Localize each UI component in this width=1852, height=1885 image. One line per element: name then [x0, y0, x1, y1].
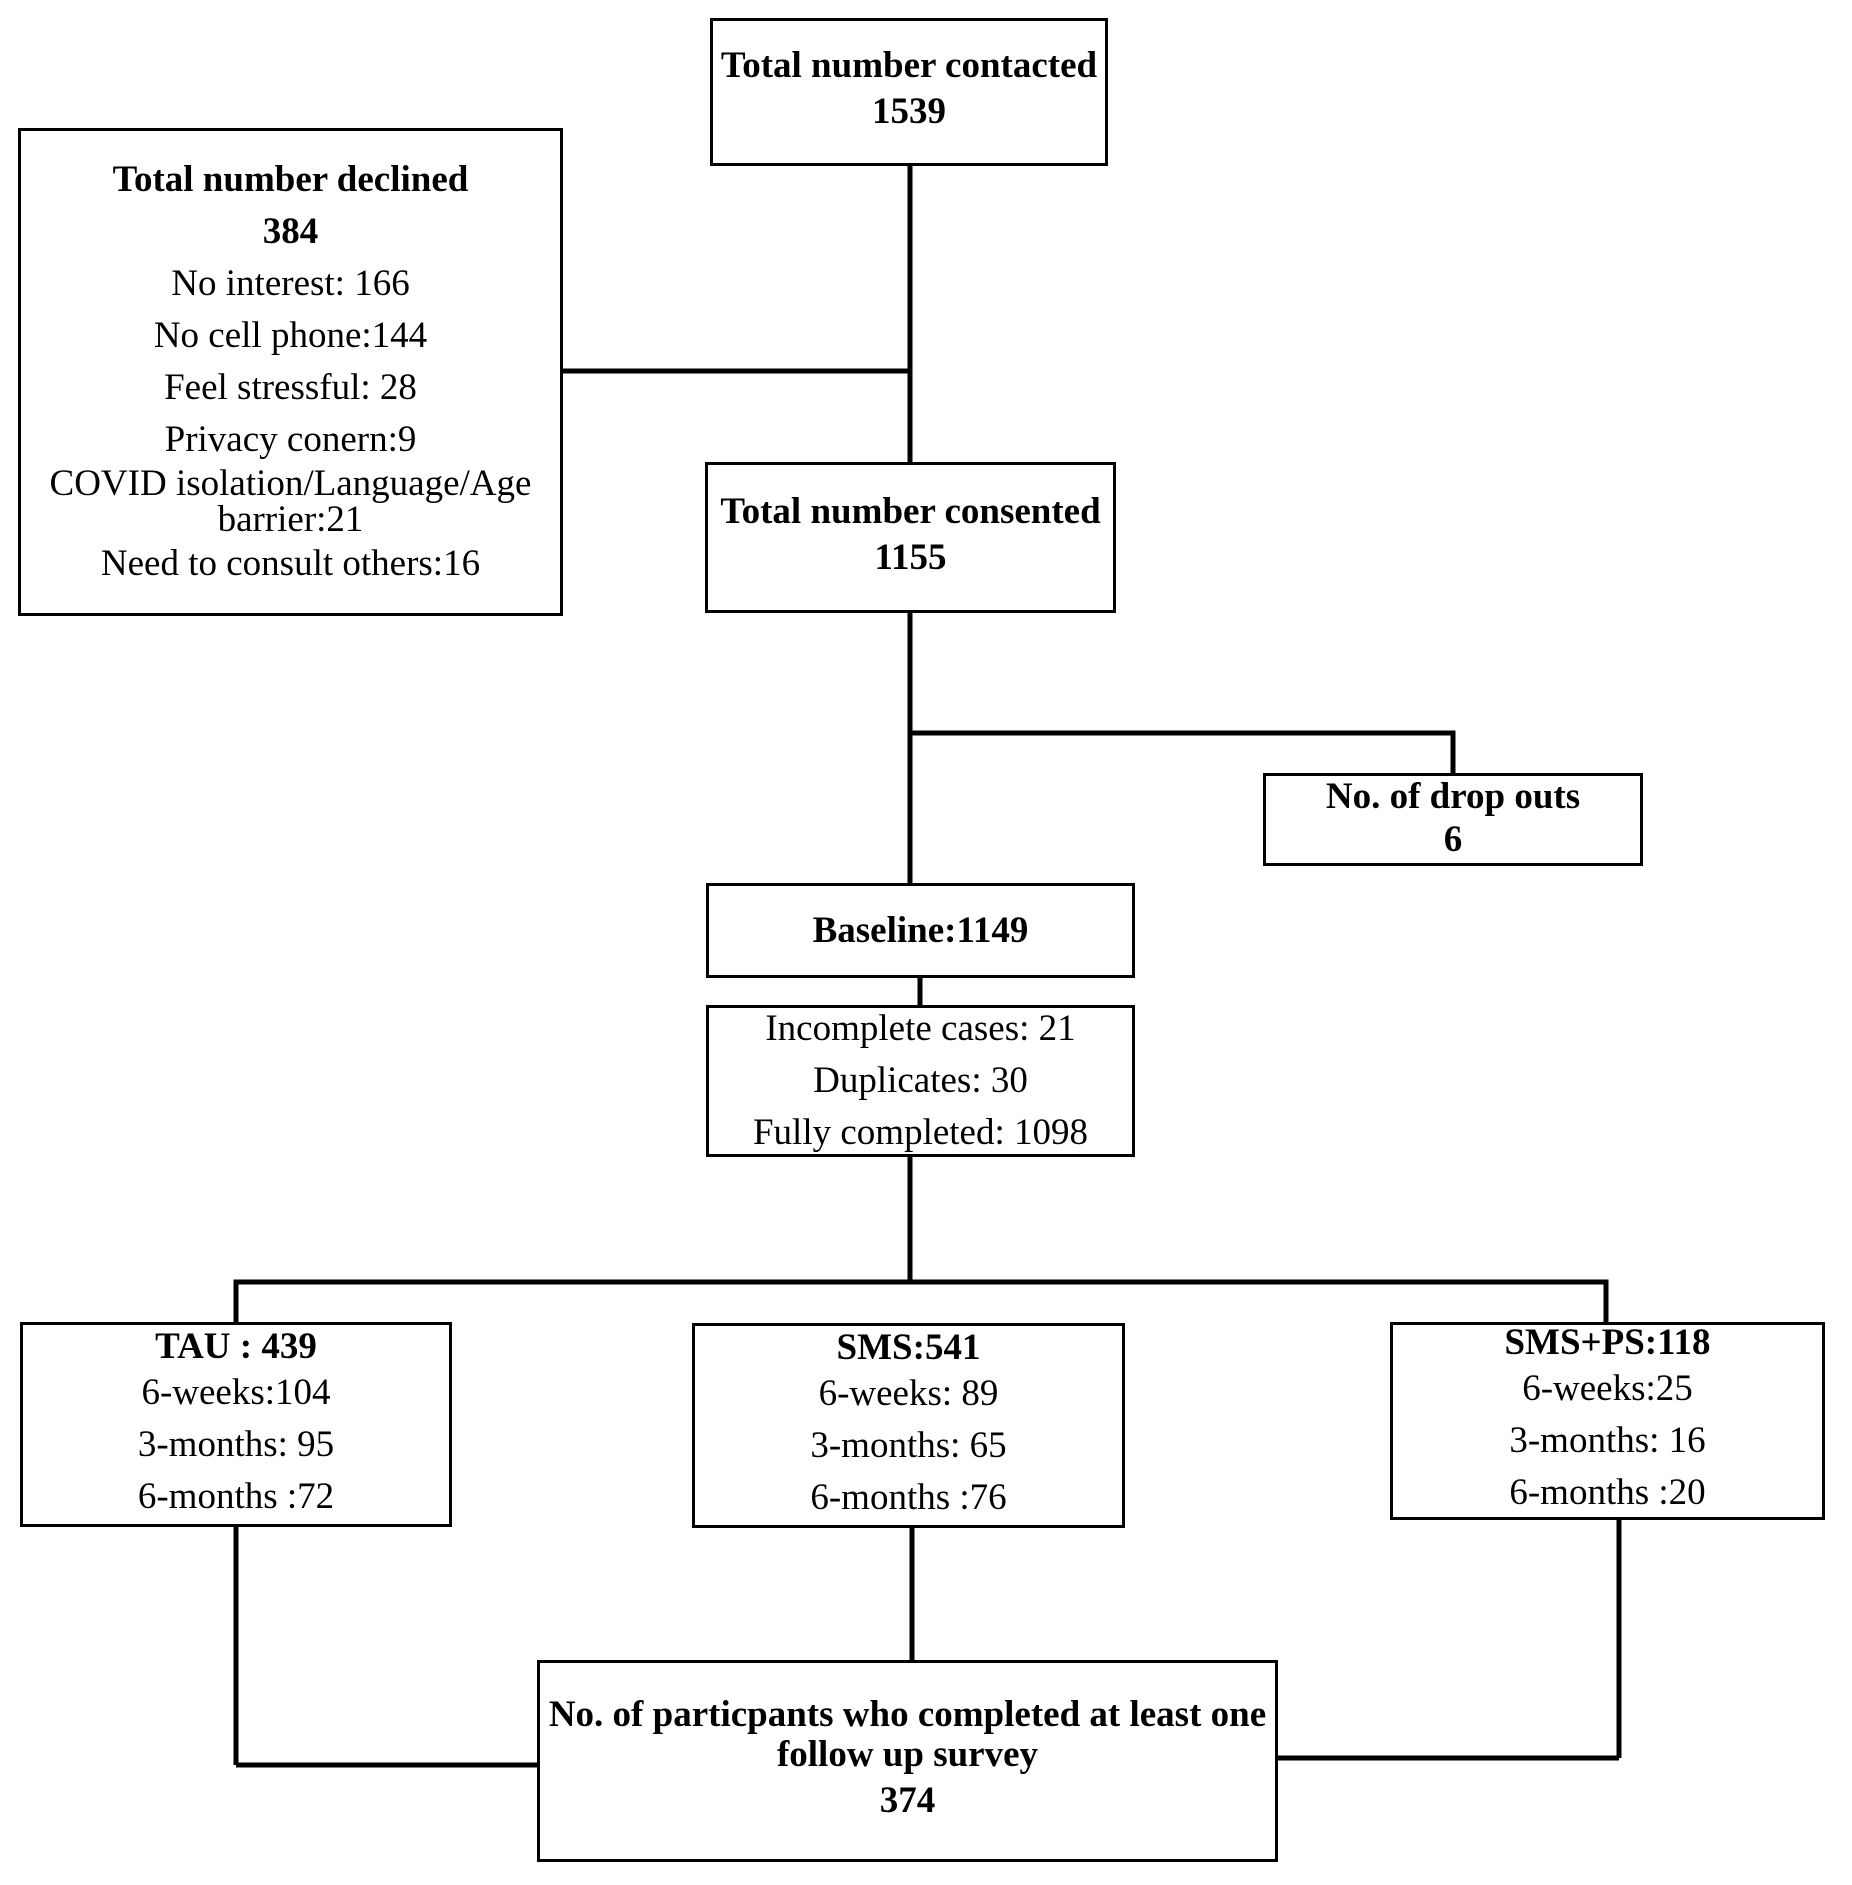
- baseline-details-box: Incomplete cases: 21 Duplicates: 30 Full…: [706, 1005, 1135, 1157]
- arm-item: 6-weeks:25: [1522, 1368, 1693, 1409]
- arm-title: TAU : 439: [155, 1325, 317, 1367]
- followup-box: No. of particpants who completed at leas…: [537, 1660, 1278, 1862]
- arm-title: SMS+PS:118: [1504, 1322, 1711, 1363]
- contacted-title: Total number contacted: [720, 45, 1098, 86]
- baseline-detail: Incomplete cases: 21: [765, 1008, 1076, 1049]
- baseline-detail: Fully completed: 1098: [752, 1112, 1089, 1153]
- baseline-detail: Duplicates: 30: [813, 1060, 1028, 1101]
- declined-box: Total number declined 384 No interest: 1…: [18, 128, 563, 616]
- arm-item: 6-months :76: [810, 1476, 1007, 1518]
- arm-title: SMS:541: [836, 1326, 981, 1368]
- baseline-box: Baseline:1149: [706, 883, 1135, 978]
- declined-reason: No cell phone:144: [153, 315, 428, 356]
- dropouts-count: 6: [1443, 818, 1463, 860]
- declined-title: Total number declined: [112, 159, 469, 200]
- consented-title: Total number consented: [720, 490, 1101, 532]
- declined-reason: COVID isolation/Language/Age barrier:21: [49, 463, 532, 540]
- declined-reason: Need to consult others:16: [100, 543, 481, 584]
- consented-box: Total number consented 1155: [705, 462, 1116, 613]
- declined-count: 384: [262, 211, 319, 252]
- arm-item: 6-weeks:104: [141, 1371, 331, 1413]
- baseline-title: Baseline:1149: [812, 909, 1029, 951]
- arm-item: 6-months :72: [137, 1475, 335, 1517]
- followup-count: 374: [879, 1780, 936, 1821]
- contacted-box: Total number contacted 1539: [710, 18, 1108, 166]
- consented-count: 1155: [874, 536, 947, 578]
- arm-item: 3-months: 95: [137, 1423, 335, 1465]
- arm-tau-box: TAU : 439 6-weeks:104 3-months: 95 6-mon…: [20, 1322, 452, 1527]
- connector-dropouts: [910, 730, 1456, 773]
- declined-reason: Privacy conern:9: [164, 419, 417, 460]
- followup-title: No. of particpants who completed at leas…: [548, 1694, 1267, 1775]
- declined-reason: Feel stressful: 28: [164, 367, 417, 408]
- arm-item: 6-weeks: 89: [818, 1372, 999, 1414]
- arm-item: 6-months :20: [1509, 1472, 1706, 1513]
- arm-item: 3-months: 65: [810, 1424, 1007, 1466]
- contacted-count: 1539: [872, 91, 946, 132]
- dropouts-title: No. of drop outs: [1325, 775, 1581, 817]
- arm-sms-box: SMS:541 6-weeks: 89 3-months: 65 6-month…: [692, 1323, 1125, 1528]
- dropouts-box: No. of drop outs 6: [1263, 773, 1643, 866]
- connector-arms-bar: [233, 1279, 1609, 1322]
- arm-smsps-box: SMS+PS:118 6-weeks:25 3-months: 16 6-mon…: [1390, 1322, 1825, 1520]
- arm-item: 3-months: 16: [1509, 1420, 1706, 1461]
- declined-reason: No interest: 166: [171, 263, 410, 304]
